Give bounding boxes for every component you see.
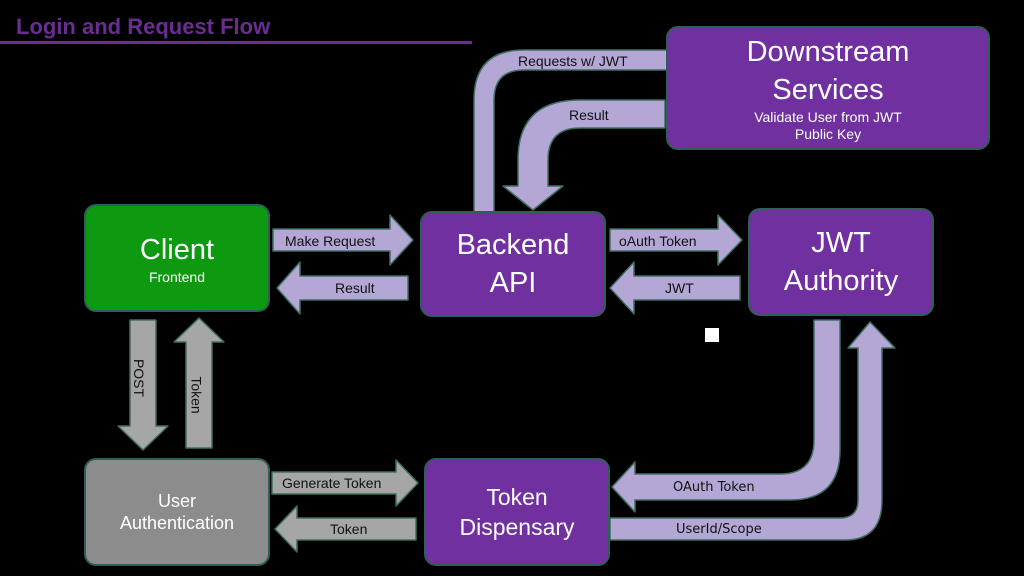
client-title: Client [139,233,215,266]
arrow-make-request [272,214,414,266]
arrow-token-up [173,317,225,449]
label-jwt: JWT [665,280,694,296]
user-auth-title: User Authentication [119,491,235,533]
jwt-authority-title: JWT Authority [783,227,899,297]
node-downstream-services: Downstream Services Validate User from J… [666,26,990,150]
label-generate-token: Generate Token [282,475,382,491]
arrow-token-left [274,505,417,553]
white-square-marker [705,328,719,342]
label-make-request: Make Request [285,233,376,249]
label-oauth-token-top: oAuth Token [619,233,697,249]
arrow-result-client [276,261,409,315]
token-dispensary-title: Token Dispensary [459,484,575,540]
node-backend-api: Backend API [420,211,606,317]
downstream-title: Downstream Services [746,36,910,106]
backend-title: Backend API [456,229,570,299]
label-result-downstream: Result [569,107,609,123]
node-token-dispensary: Token Dispensary [424,458,610,566]
arrow-jwt [609,261,741,315]
arrow-oauth-token-bottom [611,319,841,513]
arrow-oauth-token-top [609,214,743,266]
label-userid-scope: UserId/Scope [676,522,762,537]
label-post: POST [131,358,148,398]
arrow-generate-token [271,459,419,507]
label-requests-jwt: Requests w/ JWT [518,53,628,69]
node-user-authentication: User Authentication [84,458,270,566]
arrow-userid-scope [609,321,896,541]
node-jwt-authority: JWT Authority [748,208,934,316]
client-subtitle: Frontend [148,268,206,285]
label-token-up: Token [188,376,205,414]
label-oauth-token-bottom: OAuth Token [673,480,755,495]
label-result-client: Result [335,280,375,296]
diagram-title: Login and Request Flow [16,14,271,39]
label-token-left: Token [330,521,368,537]
arrow-result-downstream [502,99,666,211]
downstream-subtitle: Validate User from JWT Public Key [754,109,902,142]
arrow-post [117,319,169,451]
node-client: Client Frontend [84,204,270,312]
title-underline [0,41,472,44]
